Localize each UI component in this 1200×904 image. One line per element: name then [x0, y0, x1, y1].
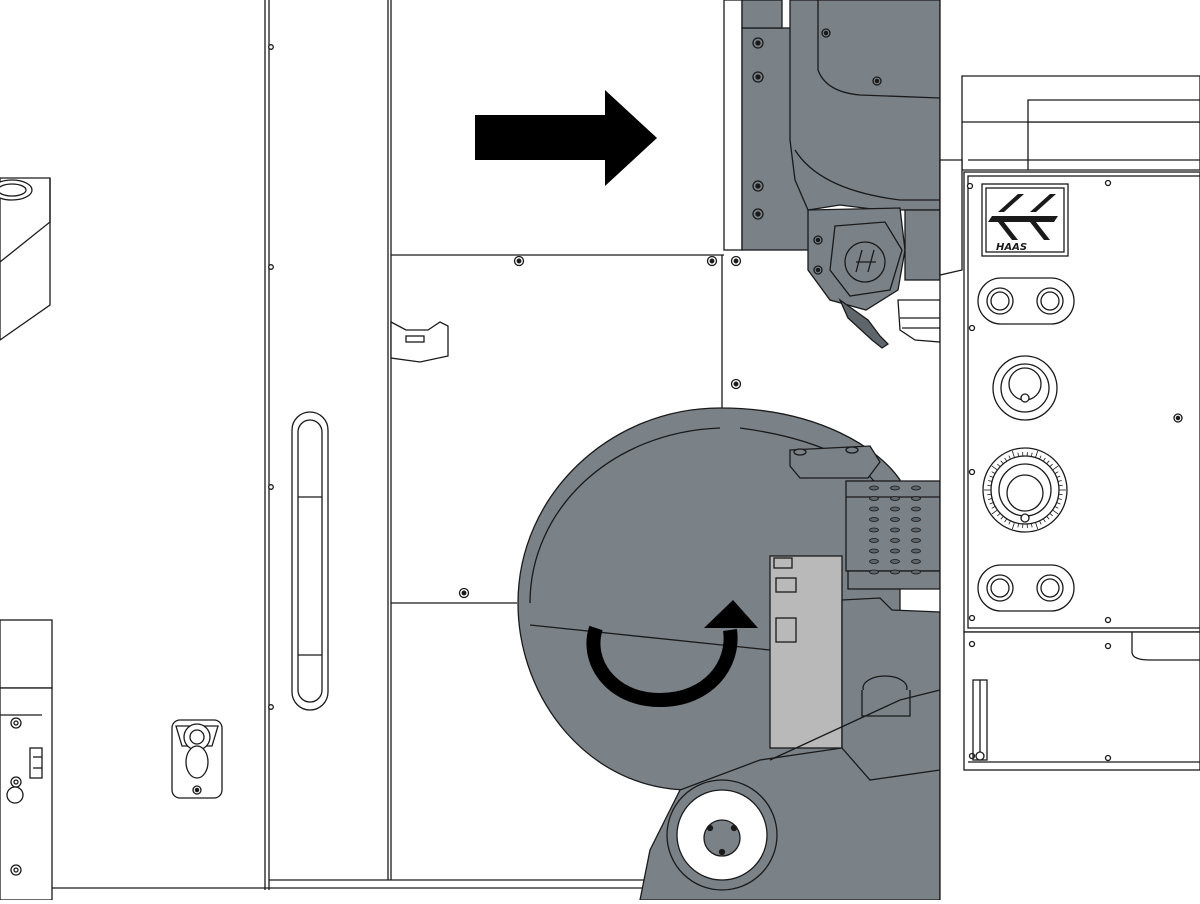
door-handle[interactable] — [292, 412, 328, 710]
plate-hole — [891, 539, 900, 543]
plate-hole — [912, 560, 921, 564]
twin-button-group-top[interactable] — [978, 278, 1074, 324]
spindle-head — [724, 0, 940, 348]
rotary-knob[interactable] — [993, 356, 1057, 420]
plate-hole — [870, 549, 879, 553]
arrow-right-icon — [475, 90, 657, 186]
handwheel-tick — [987, 485, 991, 486]
jog-handwheel[interactable] — [983, 448, 1067, 532]
plate-hole — [891, 497, 900, 501]
plate-hole — [870, 497, 879, 501]
plate-hole — [870, 560, 879, 564]
plate-hole — [891, 528, 900, 532]
plate-hole — [870, 539, 879, 543]
plate-hole — [891, 507, 900, 511]
logo-wordmark: HAAS — [996, 242, 1027, 253]
plate-hole — [870, 507, 879, 511]
plate-hole — [912, 518, 921, 522]
door-lock[interactable] — [172, 720, 222, 798]
plate-hole — [912, 507, 921, 511]
plate-hole — [912, 486, 921, 490]
handwheel-tick — [1059, 485, 1063, 486]
handwheel-tick — [987, 494, 991, 495]
left-edge-fixture — [0, 178, 52, 900]
plate-hole — [912, 549, 921, 553]
plate-hole — [891, 518, 900, 522]
plate-hole — [912, 570, 921, 574]
fixture-plate-holes — [870, 486, 921, 574]
plate-hole — [912, 539, 921, 543]
handwheel-tick — [1059, 494, 1063, 495]
plate-hole — [891, 570, 900, 574]
plate-hole — [870, 528, 879, 532]
haas-logo: HAAS — [982, 184, 1068, 256]
plate-hole — [870, 486, 879, 490]
plate-hole — [891, 560, 900, 564]
plate-hole — [870, 518, 879, 522]
plate-hole — [891, 549, 900, 553]
plate-hole — [912, 497, 921, 501]
plate-hole — [912, 528, 921, 532]
plate-hole — [891, 486, 900, 490]
control-pendant — [940, 0, 1200, 900]
plate-hole — [870, 570, 879, 574]
twin-button-group-bottom[interactable] — [978, 565, 1074, 611]
